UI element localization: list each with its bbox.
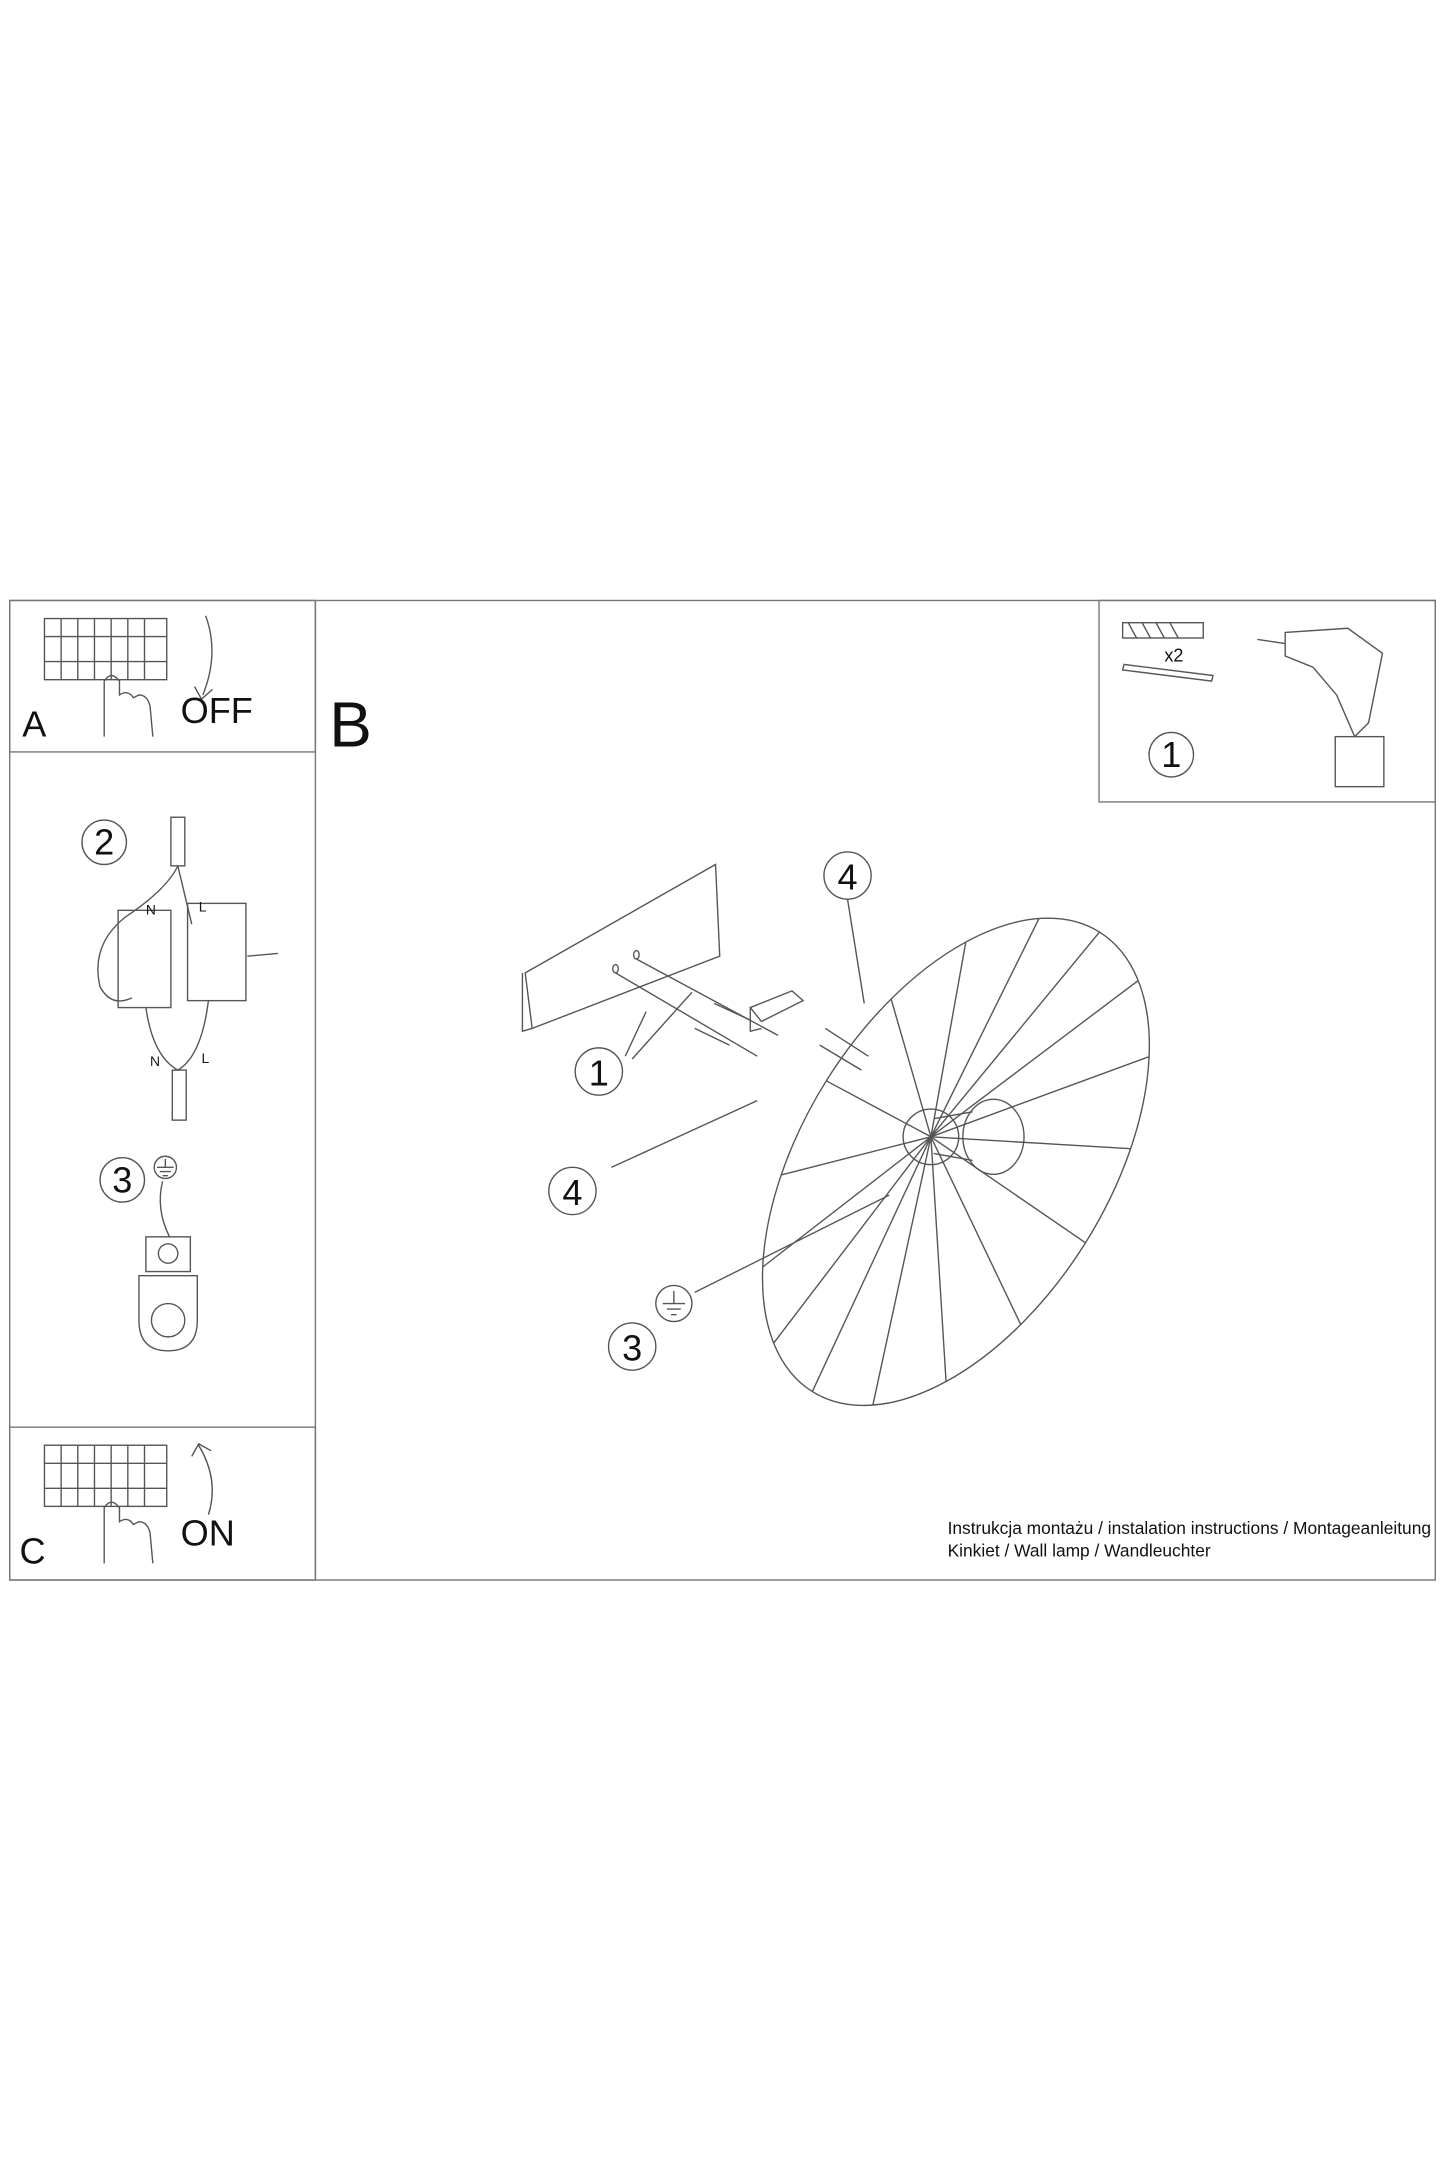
on-label: ON bbox=[181, 1512, 235, 1553]
shade-spoke bbox=[872, 1136, 932, 1406]
shade-spoke bbox=[930, 1136, 1022, 1325]
outer-frame bbox=[9, 599, 1436, 1581]
shade-spoke bbox=[930, 1136, 1086, 1244]
screw-icon bbox=[1121, 663, 1214, 682]
hand-pointer-icon bbox=[103, 674, 154, 737]
wall-plug-icon bbox=[1121, 622, 1204, 639]
quantity-label: x2 bbox=[1164, 646, 1183, 666]
live-label: L bbox=[199, 899, 207, 915]
footer-product-name: Kinkiet / Wall lamp / Wandleuchter bbox=[948, 1540, 1211, 1560]
shade-spoke bbox=[762, 1136, 932, 1268]
shade-spoke bbox=[930, 931, 1101, 1138]
shade-spoke bbox=[890, 998, 932, 1137]
ground-wire bbox=[159, 1181, 171, 1238]
breaker-panel-icon bbox=[43, 1444, 168, 1508]
panel-a-frame bbox=[9, 599, 317, 753]
shade-callout-top: 4 bbox=[838, 856, 858, 897]
live-bottom-label: L bbox=[201, 1050, 209, 1066]
breaker-panel-icon bbox=[43, 617, 168, 681]
ground-callout: 3 bbox=[622, 1327, 642, 1368]
off-label: OFF bbox=[181, 690, 253, 731]
arrow-down-icon bbox=[193, 615, 214, 701]
shade-spoke bbox=[811, 1136, 932, 1392]
neutral-bottom-label: N bbox=[150, 1053, 160, 1069]
mounting-bracket bbox=[749, 990, 805, 1033]
wall-mounting-plate bbox=[521, 863, 721, 1033]
tools-frame bbox=[1098, 599, 1436, 803]
tools-step-number: 1 bbox=[1161, 734, 1181, 775]
hand-pointer-icon bbox=[103, 1501, 154, 1564]
shade-spoke bbox=[930, 1136, 1131, 1150]
wall-callout: 1 bbox=[589, 1052, 609, 1093]
leader-line bbox=[611, 1100, 758, 1168]
shade-spoke bbox=[781, 1136, 932, 1176]
wiring-step-number: 2 bbox=[94, 822, 114, 863]
leader-line bbox=[624, 991, 693, 1060]
shade-spoke bbox=[773, 1136, 932, 1344]
shade-spoke bbox=[930, 979, 1139, 1138]
ground-step-number: 3 bbox=[112, 1159, 132, 1200]
ground-symbol-icon bbox=[655, 1284, 693, 1323]
leader-line bbox=[694, 1194, 890, 1294]
light-bulb bbox=[962, 1098, 1025, 1176]
panel-b-label: B bbox=[329, 688, 372, 760]
panel-c-frame bbox=[9, 1426, 317, 1581]
ground-terminal-icon bbox=[138, 1236, 198, 1352]
drill-icon bbox=[1257, 627, 1385, 788]
shade-spoke bbox=[930, 1055, 1150, 1138]
shade-spoke bbox=[930, 1136, 947, 1382]
leader-line bbox=[846, 899, 865, 1004]
terminal-block-wiring-icon bbox=[97, 816, 278, 1121]
screws-and-plugs bbox=[615, 958, 869, 1071]
lamp-shade bbox=[761, 917, 1151, 1407]
shade-spoke bbox=[930, 918, 1040, 1138]
shade-callout-left: 4 bbox=[562, 1172, 582, 1213]
panel-a-label: A bbox=[22, 704, 47, 745]
neutral-label: N bbox=[146, 901, 156, 917]
ground-symbol-icon bbox=[153, 1155, 178, 1180]
arrow-up-icon bbox=[191, 1442, 213, 1515]
shade-spoke bbox=[930, 941, 967, 1137]
panel-c-label: C bbox=[19, 1530, 45, 1571]
footer-instructions-title: Instrukcja montażu / instalation instruc… bbox=[948, 1518, 1431, 1538]
shade-spoke bbox=[825, 1080, 932, 1138]
